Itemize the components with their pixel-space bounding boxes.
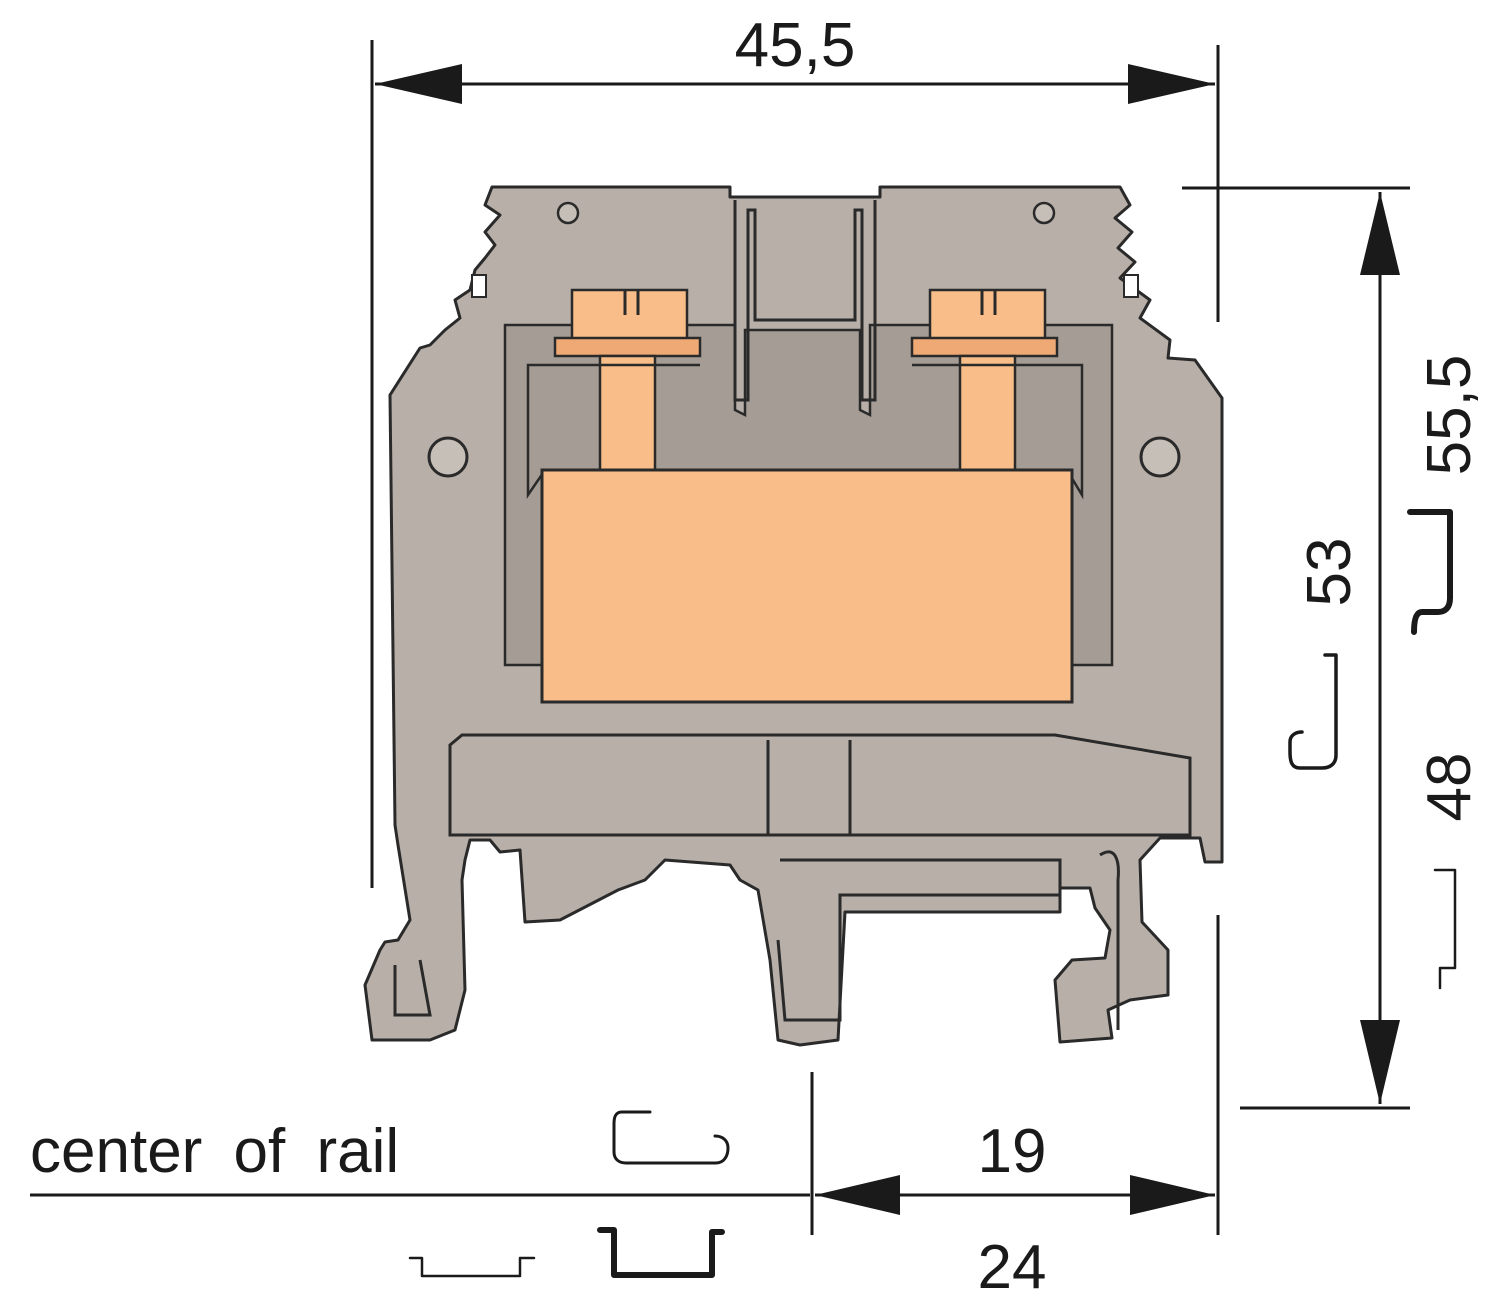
- dim-offset-short-label: 19: [978, 1117, 1047, 1186]
- terminal-clamp: [526, 288, 1084, 704]
- dim-offset-long-label: 24: [978, 1233, 1047, 1302]
- screw-right-head: [928, 288, 1047, 342]
- clamp-frame-left: [526, 363, 700, 500]
- side-tab-left: [471, 274, 487, 298]
- dim-height-max-label: 55,5: [1415, 355, 1484, 476]
- center-slot: [733, 200, 877, 402]
- dim-heights: 55,5 53 48: [1182, 186, 1484, 1110]
- clamp-hook-left: [393, 959, 432, 1017]
- screw-left-head: [570, 288, 689, 342]
- side-tab-right: [1123, 274, 1139, 298]
- rail-symbol-mid: [1288, 653, 1338, 770]
- rail-symbol-deep: [1407, 509, 1453, 635]
- clamp-frame-right: [912, 363, 1084, 500]
- hole-top-left: [556, 201, 580, 225]
- rail-symbol-center-small: [408, 1256, 536, 1278]
- screw-left-shaft: [598, 354, 657, 473]
- screw-right-washer: [910, 336, 1059, 358]
- screw-right-shaft: [958, 354, 1017, 473]
- hole-left: [427, 436, 469, 478]
- rail-symbol-center-bottom: [597, 1227, 725, 1278]
- clamp-hook-right: [1099, 850, 1120, 1030]
- clamp-inner-lines: [448, 733, 1192, 837]
- dim-height-min-label: 48: [1415, 753, 1484, 822]
- dim-rail-offsets: 19 24 center of rail: [30, 1072, 1215, 1302]
- dim-overall-width-label: 45,5: [735, 11, 856, 80]
- busbar-block: [540, 468, 1074, 704]
- rail-symbol-shallow: [1433, 868, 1457, 990]
- clamp-foot-inner: [776, 858, 1062, 1022]
- dim-height-mid-label: 53: [1295, 538, 1364, 607]
- rail-symbol-center-top: [612, 1110, 730, 1165]
- hole-top-right: [1032, 201, 1056, 225]
- screw-left-washer: [553, 336, 702, 358]
- hole-right: [1139, 436, 1181, 478]
- dim-overall-width: 45,5: [370, 11, 1220, 1235]
- rail-center-label: center of rail: [30, 1117, 399, 1186]
